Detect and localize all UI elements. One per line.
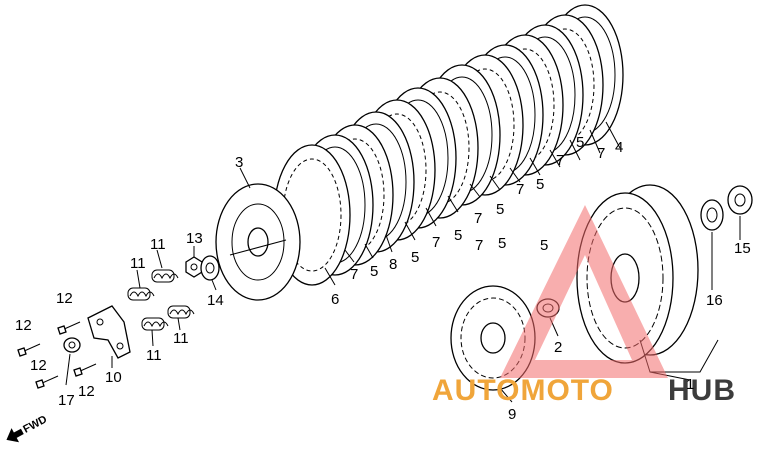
watermark-logo <box>500 205 668 378</box>
callout-5-a: 5 <box>540 237 548 254</box>
thrust-washer <box>727 185 753 215</box>
callout-10: 10 <box>105 369 122 386</box>
callout-5-c: 5 <box>370 263 378 280</box>
callout-12-b: 12 <box>15 317 32 334</box>
leader-lines <box>65 121 741 403</box>
clutch-spring-c <box>141 317 169 331</box>
clutch-spring-d <box>167 305 195 319</box>
callout-2: 2 <box>554 339 562 356</box>
bolt-d <box>73 363 97 377</box>
callout-11-d: 11 <box>173 330 189 347</box>
callout-6: 6 <box>331 291 339 308</box>
watermark-brand-part1: AUTOMOTO <box>432 374 614 407</box>
callout-5-g: 5 <box>536 176 544 193</box>
bolt-a <box>17 343 41 357</box>
callout-5-h: 5 <box>576 134 584 151</box>
callout-7-e: 7 <box>516 181 524 198</box>
callout-5-b: 5 <box>498 235 506 252</box>
callout-13: 13 <box>186 230 203 247</box>
callout-3: 3 <box>235 154 243 171</box>
lifter-bearing <box>63 337 81 353</box>
pressure-plate <box>215 183 301 301</box>
callout-4: 4 <box>615 139 623 156</box>
watermark-brand-part2: HUB <box>668 374 736 407</box>
clutch-plate-stack <box>215 4 624 301</box>
callout-17: 17 <box>58 392 75 409</box>
callout-7-a: 7 <box>475 237 483 254</box>
callout-1: 1 <box>686 376 694 393</box>
fwd-label: FWD <box>21 413 49 435</box>
clutch-spring-b <box>151 269 179 283</box>
callout-16: 16 <box>706 292 723 309</box>
callout-5-e: 5 <box>454 227 462 244</box>
callout-9: 9 <box>508 406 516 423</box>
lock-nut <box>185 256 203 278</box>
callout-7-g: 7 <box>597 145 605 162</box>
callout-7-b: 7 <box>350 266 358 283</box>
callout-11-a: 11 <box>150 236 166 253</box>
callout-14: 14 <box>207 292 224 309</box>
callout-15: 15 <box>734 240 751 257</box>
callout-7-f: 7 <box>556 152 564 169</box>
callout-5-f: 5 <box>496 201 504 218</box>
callout-7-c: 7 <box>432 234 440 251</box>
lifter-plate <box>87 305 131 359</box>
callout-11-b: 11 <box>130 255 146 272</box>
forward-arrow-icon <box>6 428 24 443</box>
clutch-spring-a <box>127 287 155 301</box>
callout-12-c: 12 <box>30 357 47 374</box>
callout-8: 8 <box>389 256 397 273</box>
callout-12-d: 12 <box>78 383 95 400</box>
bolt-b <box>57 321 81 335</box>
lock-washer <box>200 255 220 281</box>
callout-7-d: 7 <box>474 210 482 227</box>
needle-bearing <box>700 199 724 231</box>
callout-12-a: 12 <box>56 290 73 307</box>
callout-11-c: 11 <box>146 347 162 364</box>
bolt-c <box>35 375 59 389</box>
callout-5-d: 5 <box>411 249 419 266</box>
